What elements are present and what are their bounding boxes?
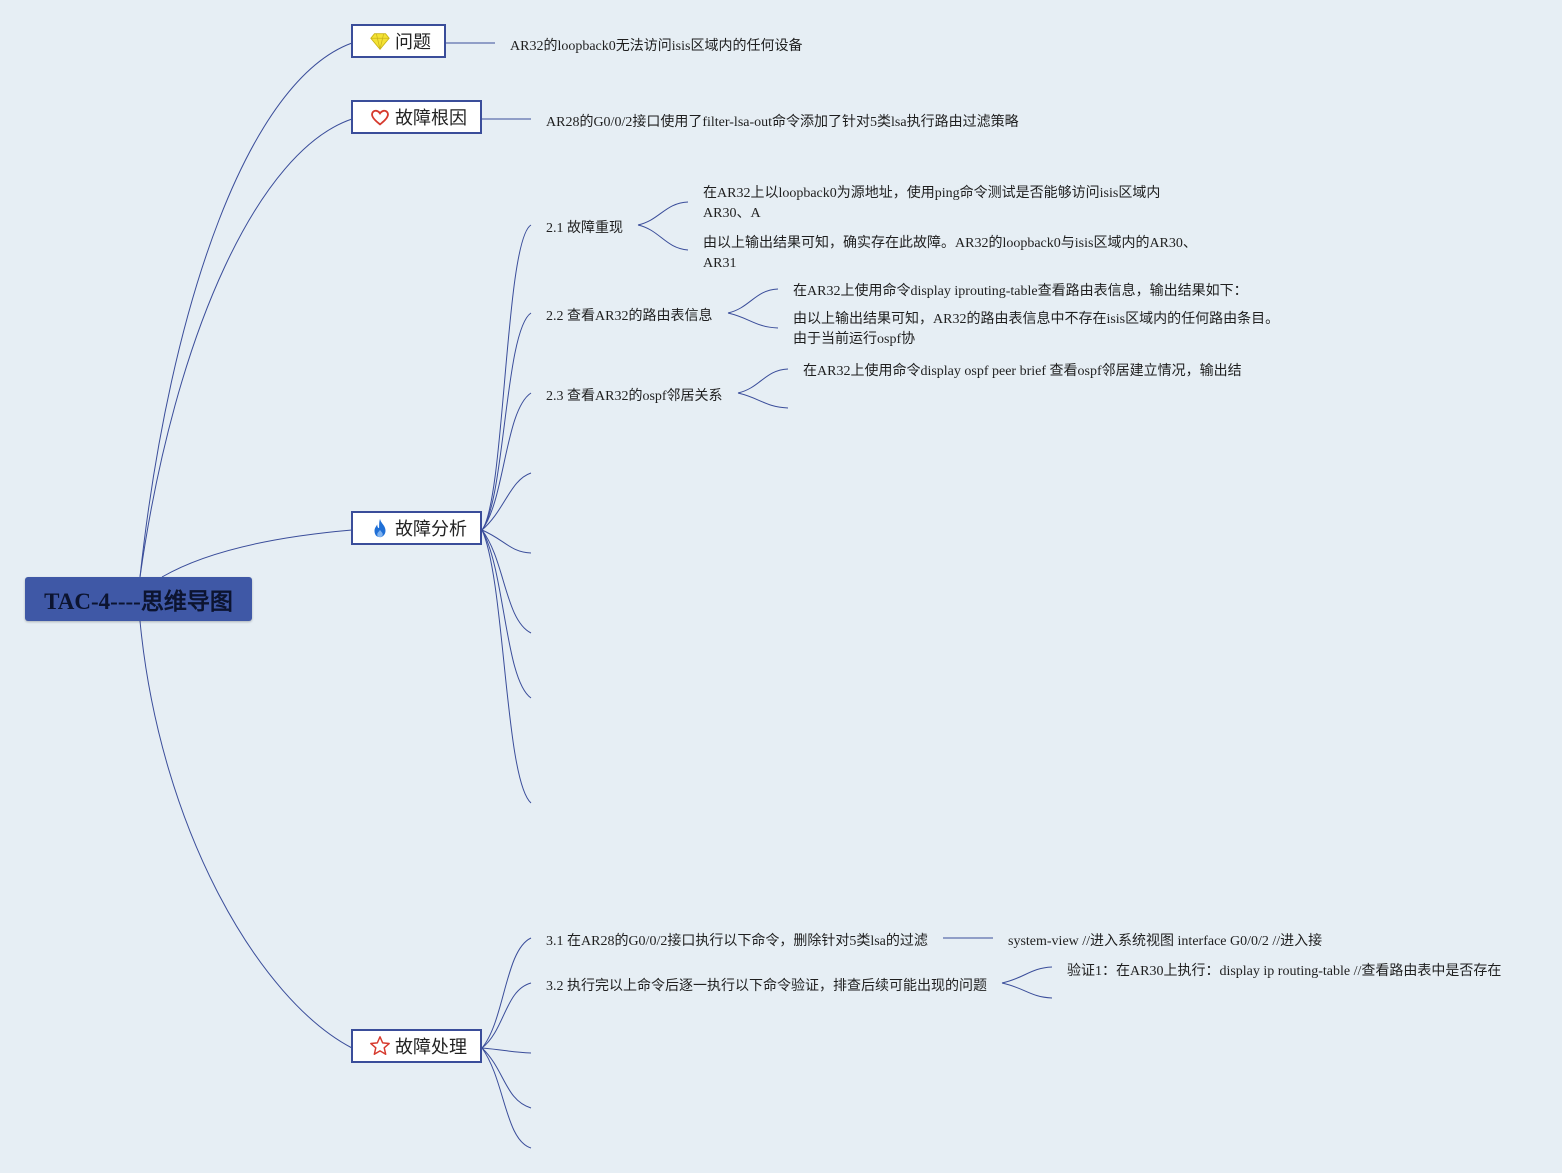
topic-root-cause-label: 故障根因 [395, 108, 467, 129]
heart-icon [369, 106, 391, 128]
analysis-item-2-2-detail-1: 在AR32上使用命令display iprouting-table查看路由表信息… [793, 284, 1248, 299]
handling-item-3-1-detail-1: system-view //进入系统视图 interface G0/0/2 //… [1008, 934, 1323, 949]
analysis-item-2-2[interactable]: 2.2 查看AR32的路由表信息 [546, 309, 713, 324]
root-node[interactable]: TAC-4----思维导图 [25, 577, 252, 621]
topic-handling-label: 故障处理 [395, 1037, 467, 1058]
topic-analysis[interactable]: 故障分析 [351, 511, 482, 545]
handling-item-3-1[interactable]: 3.1 在AR28的G0/0/2接口执行以下命令，删除针对5类lsa的过滤 [546, 934, 928, 949]
star-icon [369, 1035, 391, 1057]
analysis-item-2-1-detail-2: 由以上输出结果可知，确实存在此故障。AR32的loopback0与isis区域内… [703, 236, 1197, 271]
analysis-item-2-1-detail-1: 在AR32上以loopback0为源地址，使用ping命令测试是否能够访问isi… [703, 186, 1161, 221]
topic-problem[interactable]: 问题 [351, 24, 446, 58]
problem-detail: AR32的loopback0无法访问isis区域内的任何设备 [510, 39, 803, 54]
topic-handling[interactable]: 故障处理 [351, 1029, 482, 1063]
analysis-item-2-2-detail-2: 由以上输出结果可知，AR32的路由表信息中不存在isis区域内的任何路由条目。由… [793, 312, 1280, 347]
flame-icon [369, 517, 391, 539]
topic-root-cause[interactable]: 故障根因 [351, 100, 482, 134]
topic-problem-label: 问题 [395, 32, 431, 53]
root-cause-detail: AR28的G0/0/2接口使用了filter-lsa-out命令添加了针对5类l… [546, 115, 1019, 130]
gem-icon [369, 30, 391, 52]
handling-item-3-2-detail-1: 验证1：在AR30上执行：display ip routing-table //… [1067, 964, 1502, 979]
handling-item-3-2[interactable]: 3.2 执行完以上命令后逐一执行以下命令验证，排查后续可能出现的问题 [546, 979, 987, 994]
analysis-item-2-1[interactable]: 2.1 故障重现 [546, 221, 623, 236]
analysis-item-2-3-detail-1: 在AR32上使用命令display ospf peer brief 查看ospf… [803, 364, 1242, 379]
topic-analysis-label: 故障分析 [395, 519, 467, 540]
analysis-item-2-3[interactable]: 2.3 查看AR32的ospf邻居关系 [546, 389, 723, 404]
root-label: TAC-4----思维导图 [44, 589, 233, 614]
